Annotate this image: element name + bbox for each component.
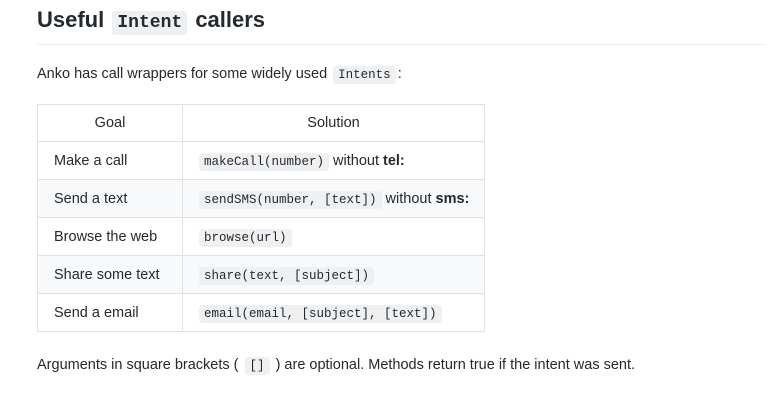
cell-goal: Send a email [37,293,183,333]
page-title: Useful Intent callers [37,0,765,45]
solution-code: browse(url) [199,228,292,247]
column-header-solution: Solution [182,104,485,143]
intent-callers-table: Goal Solution Make a call makeCall(numbe… [37,104,485,333]
page-title-before: Useful [37,7,105,32]
footer-text-before: Arguments in square brackets ( [37,357,239,374]
table-row: Send a email email(email, [subject], [te… [37,293,485,333]
table-row: Send a text sendSMS(number, [text])witho… [37,179,485,219]
solution-code: share(text, [subject]) [199,266,375,285]
footer-text-after: ) are optional. Methods return true if t… [275,357,636,374]
solution-suffix: without [385,190,436,207]
footer-code-brackets: [] [244,357,270,376]
table-row: Share some text share(text, [subject]) [37,255,485,295]
intro-text-before: Anko has call wrappers for some widely u… [37,65,328,82]
page-title-after: callers [195,7,266,32]
cell-goal: Share some text [37,255,183,295]
cell-solution: makeCall(number)without tel: [182,141,485,181]
solution-code: makeCall(number) [199,152,330,171]
intro-code-intents: Intents [333,65,396,84]
footer-paragraph: Arguments in square brackets ( [] ) are … [37,332,765,377]
cell-goal: Browse the web [37,217,183,257]
cell-solution: email(email, [subject], [text]) [182,293,485,333]
solution-suffix: without [333,152,384,169]
solution-bold: sms: [435,190,470,207]
table-body: Make a call makeCall(number)without tel:… [37,141,485,333]
table-row: Browse the web browse(url) [37,217,485,257]
table-head: Goal Solution [37,104,485,143]
column-header-goal: Goal [37,104,183,143]
page-title-code: Intent [112,11,188,35]
table-row: Make a call makeCall(number)without tel: [37,141,485,181]
solution-code: sendSMS(number, [text]) [199,190,382,209]
solution-code: email(email, [subject], [text]) [199,304,442,323]
intro-text-after: : [397,65,402,82]
cell-solution: browse(url) [182,217,485,257]
intro-paragraph: Anko has call wrappers for some widely u… [37,45,765,86]
cell-goal: Send a text [37,179,183,219]
solution-bold: tel: [383,152,405,169]
cell-solution: sendSMS(number, [text])without sms: [182,179,485,219]
cell-solution: share(text, [subject]) [182,255,485,295]
table-header-row: Goal Solution [37,104,485,143]
cell-goal: Make a call [37,141,183,181]
